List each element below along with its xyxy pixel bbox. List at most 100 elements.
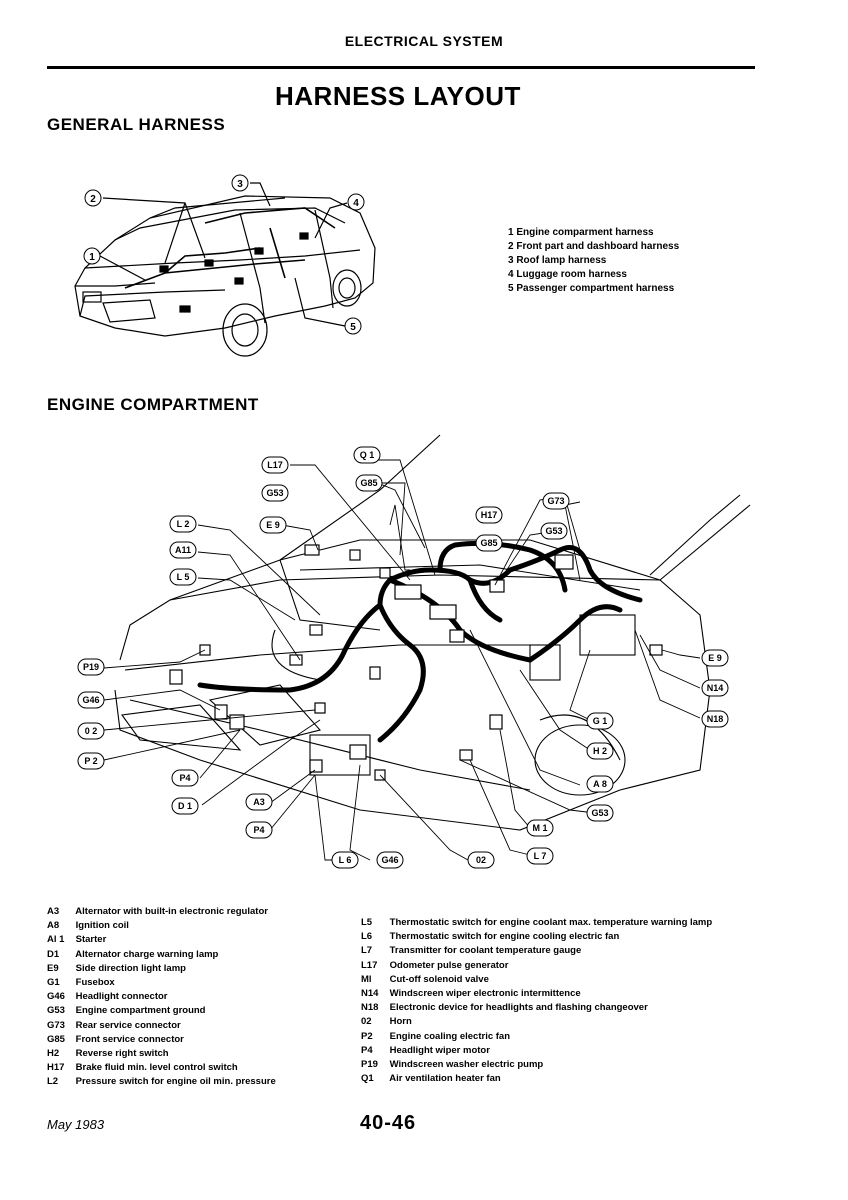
footer-date: May 1983 — [47, 1117, 105, 1132]
legend-desc: Headlight connector — [75, 991, 168, 1003]
running-header: ELECTRICAL SYSTEM — [344, 33, 504, 49]
legend-code: G73 — [47, 1019, 65, 1031]
label-G53-bottom: G53 — [591, 808, 608, 818]
legend-code: L2 — [47, 1076, 59, 1088]
legend-code: G53 — [47, 1005, 65, 1017]
legend-desc: Brake fluid min. level control switch — [75, 1062, 238, 1074]
page-number: 40-46 — [360, 1112, 417, 1134]
legend-row: A8 Ignition coil — [47, 919, 276, 933]
legend-desc: Headlight wiper motor — [389, 1044, 490, 1056]
legend-code: Q1 — [361, 1073, 374, 1085]
legend-desc: Starter — [75, 934, 107, 946]
legend-desc: Engine coaling electric fan — [389, 1030, 511, 1042]
label-G46-bottom: G46 — [381, 855, 398, 865]
gh-callout-4: 4 — [353, 198, 359, 209]
label-L7: L 7 — [534, 851, 547, 861]
gh-callout-5: 5 — [350, 322, 356, 333]
label-G53-right: G53 — [545, 526, 562, 536]
legend-desc: Transmitter for coolant temperature gaug… — [389, 945, 582, 957]
gh-callout-1: 1 — [89, 252, 95, 263]
legend-row: P2 Engine coaling electric fan — [361, 1030, 712, 1044]
component-legend-right: L5 Thermostatic switch for engine coolan… — [361, 916, 712, 1086]
label-L2: L 2 — [177, 519, 190, 529]
legend-code: P2 — [361, 1030, 373, 1042]
legend-code: G1 — [47, 977, 60, 989]
engine-compartment-diagram: Q 1 G85 L17 G53 G73 H17 G53 L 2 E 9 G85 … — [77, 434, 751, 869]
legend-row: L2 Pressure switch for engine oil min. p… — [47, 1075, 276, 1089]
legend-code: H2 — [47, 1048, 60, 1060]
legend-row: L5 Thermostatic switch for engine coolan… — [361, 916, 712, 930]
legend-desc: Ignition coil — [75, 920, 129, 932]
label-G1: G 1 — [593, 716, 608, 726]
legend-code: A8 — [47, 920, 60, 932]
legend-row: P4 Headlight wiper motor — [361, 1044, 712, 1058]
label-P2: P 2 — [84, 756, 97, 766]
legend-row: Al 1 Starter — [47, 933, 276, 947]
legend-code: 02 — [361, 1016, 372, 1028]
legend-code: P4 — [361, 1044, 373, 1056]
label-G85-mid: G85 — [480, 538, 497, 548]
legend-row: N18 Electronic device for headlights and… — [361, 1001, 712, 1015]
header-rule — [47, 66, 755, 69]
legend-code: E9 — [47, 962, 59, 974]
legend-row: H2 Reverse right switch — [47, 1047, 276, 1061]
label-H2: H 2 — [593, 746, 607, 756]
legend-row: G53 Engine compartment ground — [47, 1004, 276, 1018]
legend-row: Q1 Air ventilation heater fan — [361, 1072, 712, 1086]
legend-code: L6 — [361, 931, 373, 943]
legend-code: G46 — [47, 991, 65, 1003]
legend-code: Ml — [361, 973, 372, 985]
page-title-text: HARNESS LAYOUT — [275, 81, 521, 111]
legend-row: E9 Side direction light lamp — [47, 962, 276, 976]
label-P4-left: P4 — [179, 773, 190, 783]
legend-row: L6 Thermostatic switch for engine coolin… — [361, 930, 712, 944]
label-L17: L17 — [267, 460, 283, 470]
legend-code: P19 — [361, 1059, 378, 1071]
label-G53-upper: G53 — [266, 488, 283, 498]
legend-desc: Windscreen wiper electronic intermittenc… — [389, 988, 581, 1000]
label-N14: N14 — [707, 683, 724, 693]
legend-code: D1 — [47, 948, 60, 960]
label-A11: A11 — [175, 545, 191, 555]
legend-desc: Electronic device for headlights and fla… — [389, 1002, 648, 1014]
legend-row: G46 Headlight connector — [47, 990, 276, 1004]
label-G46-left: G46 — [82, 695, 99, 705]
legend-desc: Reverse right switch — [75, 1048, 169, 1060]
legend-code: N14 — [361, 988, 379, 1000]
legend-code: L7 — [361, 945, 373, 957]
label-H17: H17 — [481, 510, 498, 520]
label-A3: A3 — [253, 797, 265, 807]
legend-row: N14 Windscreen wiper electronic intermit… — [361, 987, 712, 1001]
legend-row: 02 Horn — [361, 1015, 712, 1029]
legend-code: L5 — [361, 917, 373, 928]
legend-desc: Horn — [389, 1016, 412, 1028]
legend-code: N18 — [361, 1002, 379, 1014]
legend-desc: Rear service connector — [75, 1019, 181, 1031]
legend-row: D1 Alternator charge warning lamp — [47, 948, 276, 962]
legend-desc: Air ventilation heater fan — [389, 1073, 501, 1085]
label-P19: P19 — [83, 662, 99, 672]
general-harness-car-illustration: 2 3 4 1 5 — [74, 174, 376, 357]
legend-code: Al 1 — [47, 934, 65, 946]
general-harness-heading: GENERAL HARNESS — [47, 115, 226, 134]
label-N18: N18 — [707, 714, 724, 724]
legend-desc: Cut-off solenoid valve — [389, 973, 489, 985]
legend-desc: Fusebox — [75, 977, 115, 989]
legend-desc: Alternator charge warning lamp — [75, 948, 219, 960]
legend-code: H17 — [47, 1062, 65, 1074]
legend-code: G85 — [47, 1033, 65, 1045]
legend-desc: Thermostatic switch for engine coolant m… — [389, 917, 713, 928]
legend-row: L17 Odometer pulse generator — [361, 959, 712, 973]
legend-desc: Odometer pulse generator — [389, 959, 509, 971]
label-O2-left: 0 2 — [85, 726, 98, 736]
legend-row: P19 Windscreen washer electric pump — [361, 1058, 712, 1072]
gh-legend-item: 5 Passenger compartment harness — [508, 283, 675, 294]
legend-desc: Engine compartment ground — [75, 1005, 206, 1017]
label-G73: G73 — [547, 496, 564, 506]
legend-row: H17 Brake fluid min. level control switc… — [47, 1061, 276, 1075]
legend-row: L7 Transmitter for coolant temperature g… — [361, 944, 712, 958]
legend-desc: Front service connector — [75, 1033, 184, 1045]
legend-row: G85 Front service connector — [47, 1033, 276, 1047]
legend-row: G73 Rear service connector — [47, 1019, 276, 1033]
gh-callout-2: 2 — [90, 194, 96, 205]
